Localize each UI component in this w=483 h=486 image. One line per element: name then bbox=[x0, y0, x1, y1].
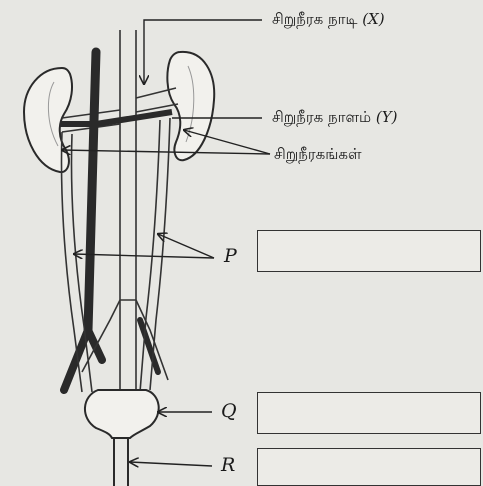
bladder bbox=[85, 390, 159, 438]
left-kidney bbox=[24, 68, 72, 172]
leader-r bbox=[130, 462, 212, 466]
right-kidney bbox=[167, 52, 214, 160]
label-renal-artery: சிறுநீரக நாடி (X) bbox=[272, 10, 385, 30]
vena-cava bbox=[88, 52, 96, 330]
label-kidneys: சிறுநீரகங்கள் bbox=[274, 145, 362, 165]
urethra bbox=[114, 438, 128, 486]
label-renal-artery-var: (X) bbox=[362, 10, 384, 28]
label-renal-artery-text: சிறுநீரக நாடி bbox=[272, 10, 357, 28]
letter-p: P bbox=[224, 245, 237, 267]
label-renal-vein-text: சிறுநீரக நாளம் bbox=[272, 108, 371, 126]
label-renal-vein-var: (Y) bbox=[376, 108, 398, 126]
leader-p-right bbox=[158, 234, 214, 258]
label-renal-vein: சிறுநீரக நாளம் (Y) bbox=[272, 108, 397, 128]
renal-vein bbox=[60, 112, 172, 124]
answer-box-p[interactable] bbox=[257, 230, 481, 272]
iliac-veins bbox=[64, 330, 102, 390]
letter-r: R bbox=[221, 454, 235, 476]
answer-box-q[interactable] bbox=[257, 392, 481, 434]
label-kidneys-text: சிறுநீரகங்கள் bbox=[274, 145, 362, 163]
aorta-outline bbox=[120, 30, 136, 400]
leader-p-left bbox=[74, 254, 214, 258]
letter-q: Q bbox=[221, 400, 237, 422]
answer-box-r[interactable] bbox=[257, 448, 481, 486]
